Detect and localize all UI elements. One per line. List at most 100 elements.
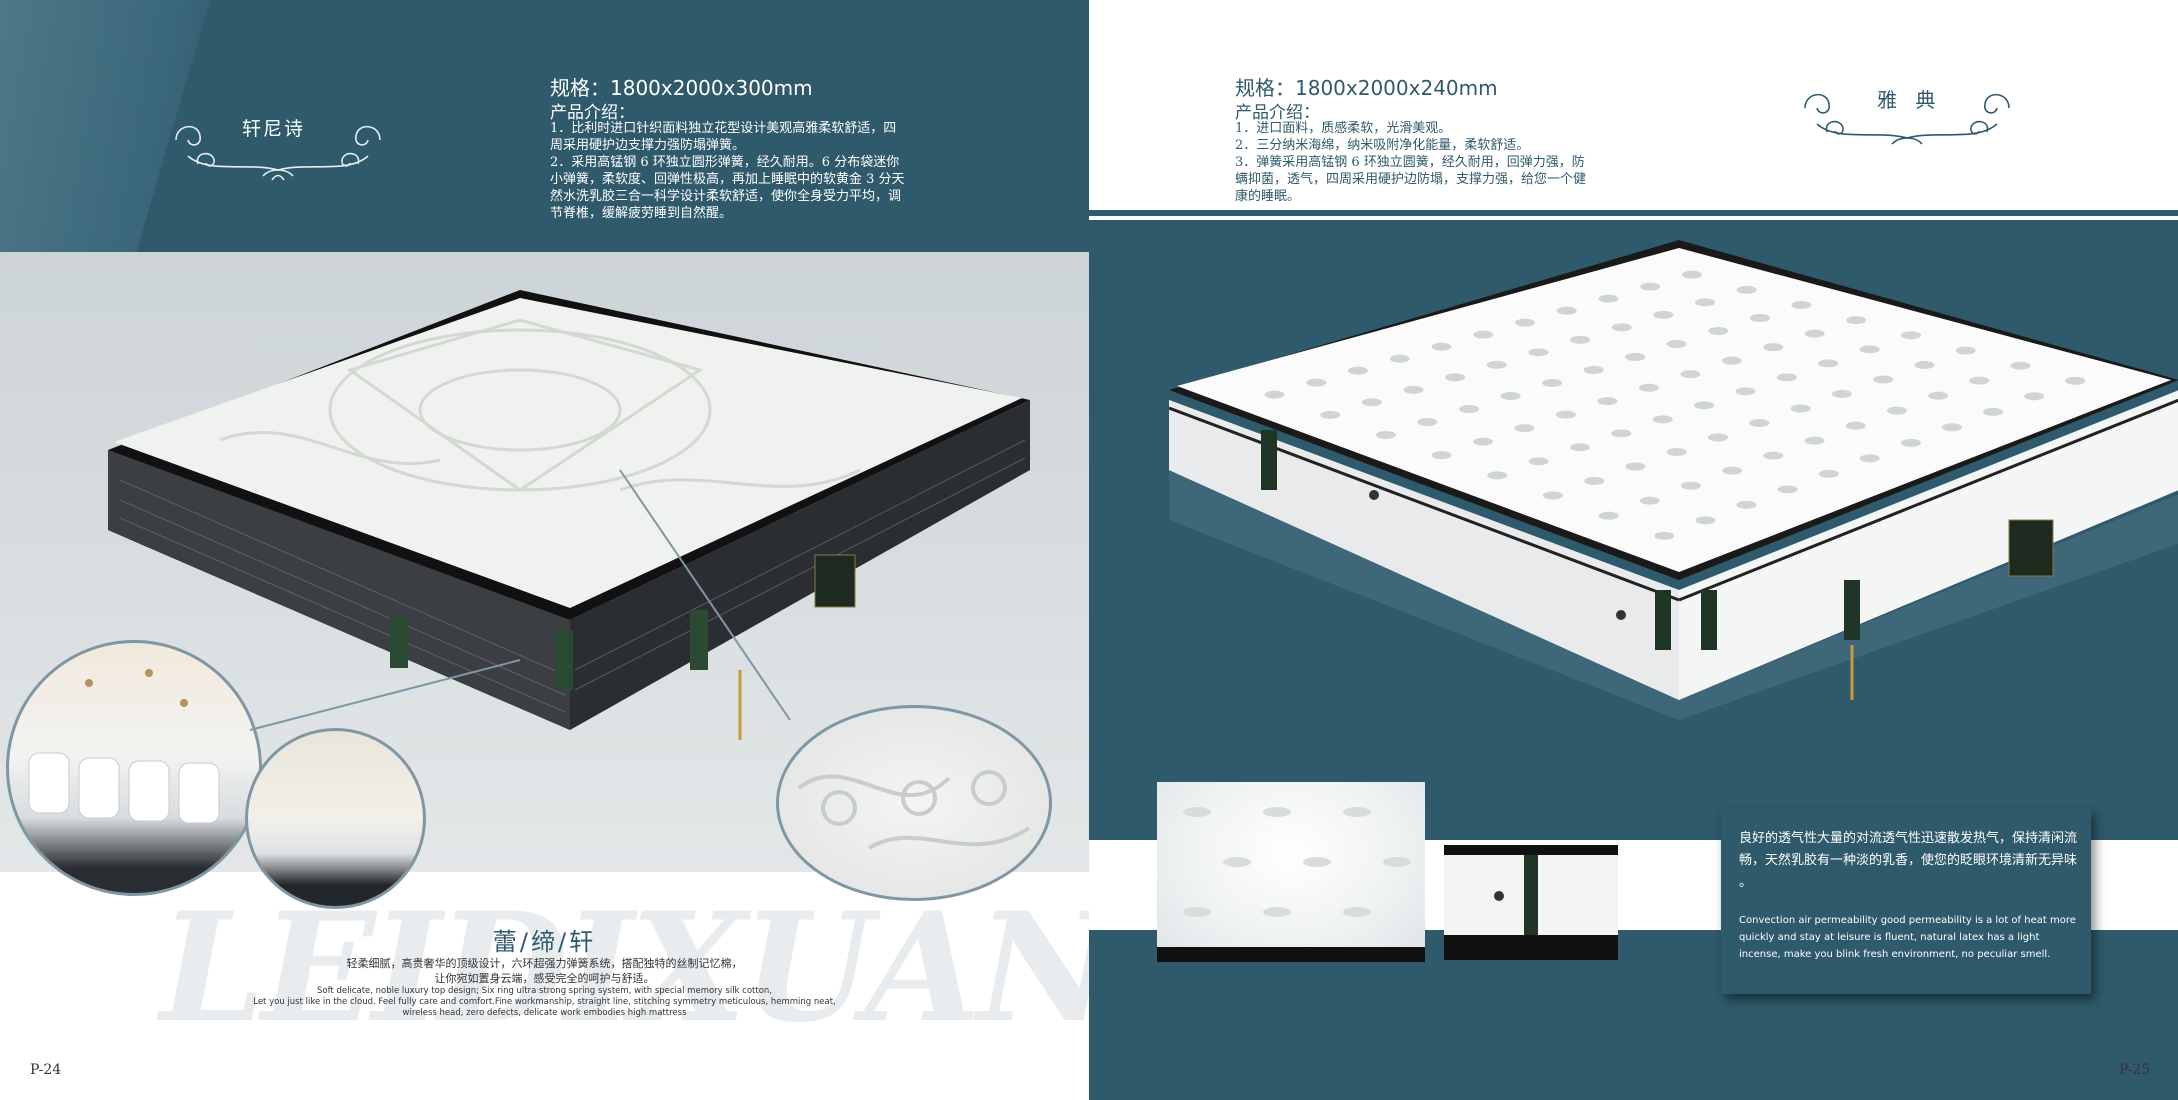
tuft-mark xyxy=(1736,500,1757,509)
desc-line: Let you just like in the cloud. Feel ful… xyxy=(253,997,836,1007)
tuft-mark xyxy=(1708,433,1729,442)
tuft-mark xyxy=(1831,390,1852,398)
tuft-mark xyxy=(2010,361,2031,370)
callout-english: Convection air permeability good permeab… xyxy=(1739,915,2076,960)
tuft-mark xyxy=(1736,285,1757,294)
tuft-mark xyxy=(1846,316,1867,325)
tuft-mark xyxy=(2024,392,2045,401)
tuft-mark xyxy=(1403,385,1424,394)
feature-line: 螨抑菌，透气，四周采用硬护边防塌，支撑力强，给您一个健 xyxy=(1235,172,1587,187)
tuft-mark xyxy=(1777,485,1798,494)
tuft-mark xyxy=(1320,410,1341,419)
tuft-mark xyxy=(1722,466,1743,475)
tuft-mark xyxy=(1681,481,1701,490)
tuft-mark xyxy=(1914,361,1935,369)
tuft-mark xyxy=(1804,329,1825,338)
tuft-mark xyxy=(1625,353,1646,361)
tuft-mark xyxy=(1640,282,1661,291)
lower-text-band xyxy=(0,872,1089,1100)
mattress-front-side xyxy=(1169,400,1679,700)
tuft-mark xyxy=(1611,429,1632,438)
tuft-mark xyxy=(1735,387,1756,396)
air-vent xyxy=(1494,891,1504,901)
feature-list: 1．比利时进口针织面料独立花型设计美观高雅柔软舒适，四 周采用硬护边支撑力强防塌… xyxy=(550,120,920,222)
page-number-left: P-24 xyxy=(30,1062,62,1078)
left-catalog-page: 轩尼诗 规格：1800x2000x300mm 产品介绍： 1．比利时进口针织面料… xyxy=(0,0,1089,1100)
detail-circle-fabric xyxy=(776,705,1052,901)
mattress-front-side xyxy=(108,450,570,730)
tuft-mark xyxy=(1514,424,1535,433)
tuft-mark xyxy=(1790,404,1811,413)
tuft-mark xyxy=(1969,376,1990,385)
tuft-mark xyxy=(1900,331,1921,340)
tuft-mark xyxy=(1695,516,1716,525)
tuft-mark xyxy=(1695,298,1716,307)
tuft-mark xyxy=(1845,421,1866,430)
tuft-mark xyxy=(1886,406,1907,415)
brand-badge xyxy=(814,554,856,608)
tuft-mark xyxy=(1625,462,1646,471)
spring-coils-icon xyxy=(28,669,220,824)
fabric-tuft-icon xyxy=(1157,807,1425,962)
tuft-mark xyxy=(1431,342,1452,351)
side-label-tag xyxy=(1524,855,1538,935)
divider-line xyxy=(1089,210,2178,216)
tuft-mark xyxy=(1900,438,1921,447)
mattress-reflection xyxy=(1169,470,2178,720)
tuft-mark xyxy=(1721,356,1742,365)
side-label-tag xyxy=(555,630,573,690)
tuft-mark xyxy=(1473,437,1494,446)
feature-line: 周采用硬护边支撑力强防塌弹簧。 xyxy=(550,138,746,153)
description-chinese: 轻柔细腻，高贵奢华的顶级设计，六环超强力弹簧系统，搭配独特的丝制记忆棉， 让你宛… xyxy=(0,956,1089,986)
tuft-mark xyxy=(1763,343,1784,352)
feature-line: 节脊椎，缓解疲劳睡到自然醒。 xyxy=(550,206,733,221)
tuft-mark xyxy=(1681,270,1702,279)
tuft-mark xyxy=(1542,491,1563,500)
side-label-tag xyxy=(690,610,708,670)
tuft-mark xyxy=(1818,469,1839,478)
left-header-band: 轩尼诗 规格：1800x2000x300mm 产品介绍： 1．比利时进口针织面料… xyxy=(0,0,1089,252)
tuft-mark xyxy=(1654,531,1675,540)
tuft-mark xyxy=(1598,294,1619,303)
feature-line: 2．采用高锰钢 6 环独立圆形弹簧，经久耐用。6 分布袋迷你 xyxy=(550,155,900,170)
tuft-mark xyxy=(1611,323,1632,332)
fabric-pattern-icon xyxy=(797,770,1031,850)
feature-line: 2．三分纳米海绵，纳米吸附净化能量，柔软舒适。 xyxy=(1235,138,1530,153)
detail-circle-springs xyxy=(6,640,262,896)
feature-line: 小弹簧，柔软度、回弹性极高，再加上睡眠中的软黄金 3 分天 xyxy=(550,172,905,187)
tuft-mark xyxy=(1749,419,1770,427)
side-label-tag xyxy=(1701,590,1717,650)
tuft-mark xyxy=(1598,511,1619,520)
brand-badge xyxy=(2008,519,2054,577)
tuft-mark xyxy=(1804,436,1825,445)
tuft-mark xyxy=(1348,366,1368,375)
side-label-tag xyxy=(1655,590,1671,650)
tuft-mark xyxy=(1306,378,1327,387)
thumbnail-side-closeup xyxy=(1444,845,1618,960)
tuft-mark xyxy=(1928,391,1949,400)
tuft-mark xyxy=(1873,375,1894,384)
side-label-tag xyxy=(1261,430,1277,490)
detail-circle-latex xyxy=(245,728,426,909)
side-label-tag xyxy=(390,618,408,668)
tuft-mark xyxy=(1597,397,1618,406)
tuft-mark xyxy=(1528,457,1549,466)
intro-title: 产品介绍： xyxy=(1235,103,1320,123)
mattress-dark-illustration xyxy=(108,290,1030,740)
tuft-mark xyxy=(1500,392,1521,400)
tuft-mark xyxy=(1417,418,1438,426)
ornament-frame xyxy=(168,112,388,184)
callout-box: 良好的透气性大量的对流透气性迅速散发热气，保持清闲流畅，天然乳胶有一种淡的乳香，… xyxy=(1721,808,2091,994)
tuft-mark xyxy=(1431,451,1452,460)
desc-line: wireless head, zero defects, delicate wo… xyxy=(402,1008,687,1018)
feature-line: 1．比利时进口针织面料独立花型设计美观高雅柔软舒适，四 xyxy=(550,121,897,136)
right-catalog-page: 规格：1800x2000x240mm 产品介绍： 1．进口面料，质感柔软，光滑美… xyxy=(1089,0,2178,1100)
callout-chinese: 良好的透气性大量的对流透气性迅速散发热气，保持清闲流畅，天然乳胶有一种淡的乳香，… xyxy=(1739,831,2078,890)
brand-name-xuannishi: 轩尼诗 xyxy=(242,118,306,140)
intro-title: 产品介绍： xyxy=(550,103,635,123)
tuft-mark xyxy=(1555,410,1576,419)
brand-name-yadian: 雅 典 xyxy=(1877,88,1942,112)
callout-lines xyxy=(249,469,791,731)
side-label-tag xyxy=(1844,580,1860,640)
tuft-mark xyxy=(1570,443,1590,452)
